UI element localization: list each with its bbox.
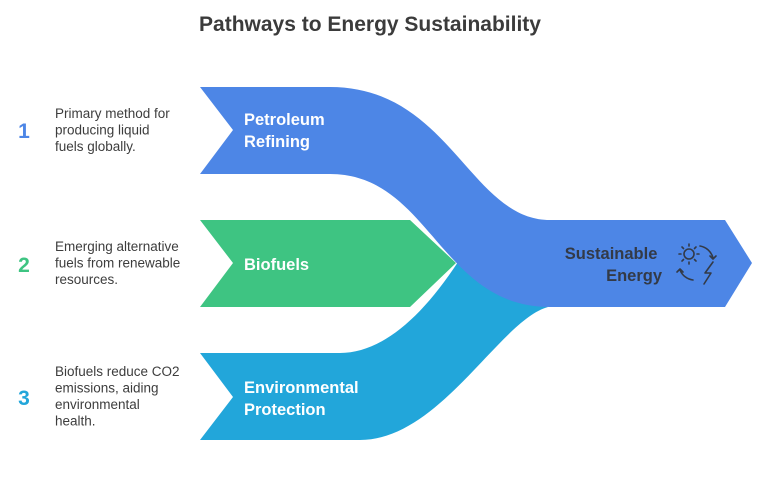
sun-energy-cycle-icon: [676, 243, 717, 285]
pathway-description-1: Primary method for producing liquid fuel…: [55, 106, 174, 154]
diagram-title: Pathways to Energy Sustainability: [199, 13, 541, 36]
pathway-description-2: Emerging alternative fuels from renewabl…: [55, 239, 184, 287]
pathway-description-3: Biofuels reduce CO2 emissions, aiding en…: [55, 364, 183, 429]
pathway-number-3: 3: [18, 387, 30, 410]
biofuels-label: Biofuels: [244, 256, 309, 274]
petroleum-refining-label: Petroleum Refining: [244, 111, 329, 151]
sustainable-energy-label: Sustainable Energy: [565, 245, 663, 285]
pathway-number-1: 1: [18, 120, 30, 143]
environmental-protection-label: Environmental Protection: [244, 379, 363, 419]
biofuels-arrow: [200, 220, 456, 307]
pathway-number-2: 2: [18, 254, 30, 277]
petroleum-refining-arrow: [200, 87, 752, 307]
environmental-protection-arrow: [200, 262, 548, 440]
